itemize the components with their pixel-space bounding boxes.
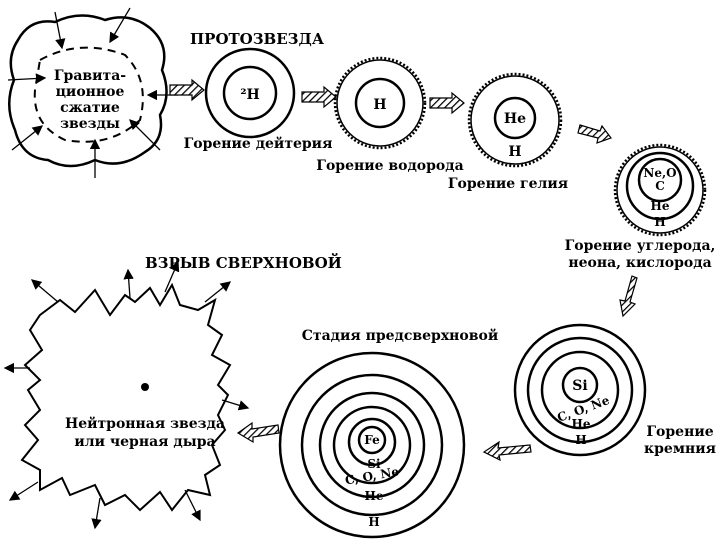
supernova-outline [20,282,232,512]
deuterium-label: Горение дейтерия [184,135,333,152]
carbon-core-neo: Ne,O [643,166,676,180]
silicon-shell-h: H [575,433,586,447]
arrow-deuterium-to-hydrogen [301,85,337,109]
arrow-carbon-to-silicon [619,275,638,318]
carbon-shell-h: H [654,215,665,229]
stage-deuterium: ²H Горение дейтерия [184,47,333,152]
arrow-helium-to-carbon [577,124,612,144]
carbon-core-c: C [655,179,665,193]
hydrogen-label: Горение водорода [316,158,463,174]
stage-hydrogen: H Горение водорода [316,56,464,174]
supernova-burst: Нейтронная звезда или черная дыра [3,260,250,530]
stage-helium: He H Горение гелия [448,72,568,192]
silicon-label-line1: Горение [646,424,713,440]
ejecta-arrows [3,260,250,530]
protostar-title: ПРОТОЗВЕЗДА [190,30,325,48]
transition-arrows [169,78,638,462]
helium-label: Горение гелия [448,176,568,192]
iron-shell-si: Si [367,457,381,471]
carbon-label-line1: Горение углерода, [565,238,716,254]
arrow-silicon-to-iron [482,440,532,462]
cloud-outline [8,14,168,168]
arrow-iron-to-supernova [236,421,280,444]
collapse-line2: ционное [56,84,125,100]
helium-shell: H [508,144,521,160]
remnant-line1: Нейтронная звезда [65,415,225,432]
carbon-shell-he: He [651,199,670,213]
silicon-core: Si [572,378,587,394]
infall-arrows [7,7,178,178]
collapse-line1: Гравита- [54,68,126,84]
arrow-collapse-to-proto [169,78,205,102]
stage-carbon: Ne,O C He H Горение углерода, неона, кис… [565,143,716,271]
iron-shell-he: He [365,489,384,503]
iron-core: Fe [364,433,380,447]
silicon-shell-he: He [572,417,591,431]
deuterium-core: ²H [240,87,259,103]
arrow-hydrogen-to-helium [429,91,465,115]
supernova-title: ВЗРЫВ СВЕРХНОВОЙ [145,253,342,272]
presupernova-title: Стадия предсверхновой [302,327,498,344]
helium-core: He [504,111,526,127]
remnant-line2: или черная дыра [74,434,215,450]
compact-remnant-dot [141,383,149,391]
hydrogen-core: H [373,97,386,113]
carbon-label-line2: неона, кислорода [568,255,711,271]
iron-shell-h: H [368,515,379,529]
stage-silicon: Si C, O, Ne He H Горение кремния [513,323,716,457]
collapse-line4: звезды [60,116,120,132]
silicon-label-line2: кремния [644,441,716,457]
collapse-cloud: Гравита- ционное сжатие звезды [7,7,178,178]
collapse-line3: сжатие [60,100,120,116]
stage-iron: Fe Si C, O, Ne He H [278,351,466,539]
